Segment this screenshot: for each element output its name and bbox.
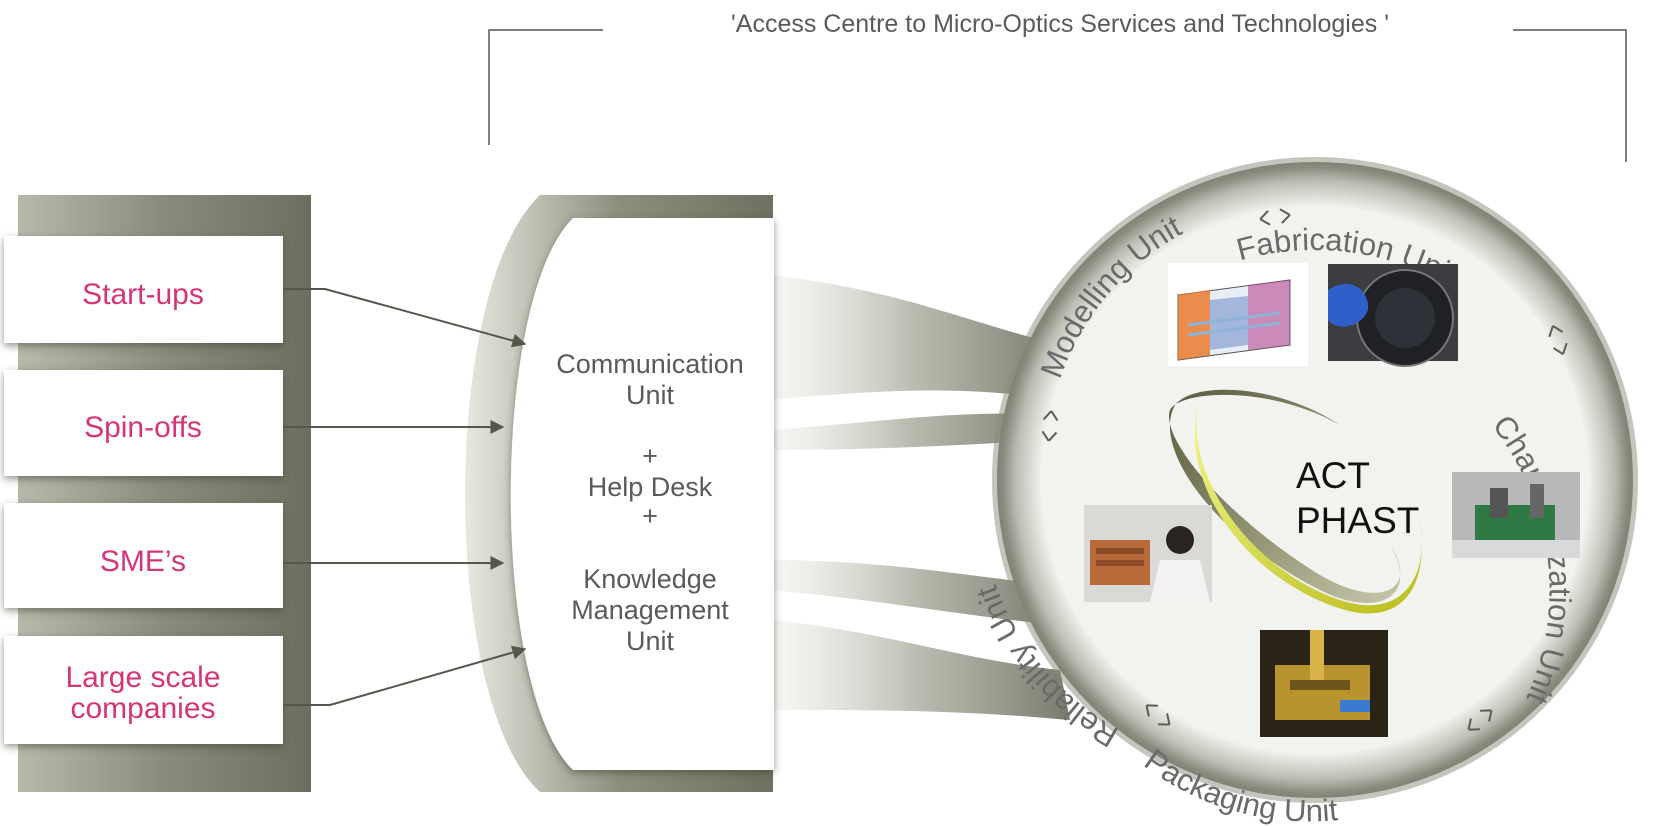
communication-unit-line1: Communication: [556, 349, 744, 379]
client-start-ups: Start-ups: [4, 236, 283, 343]
units-ring: [997, 162, 1633, 798]
hub-panel: [465, 195, 774, 792]
client-label: companies: [70, 692, 215, 725]
plus-sign: +: [642, 441, 658, 471]
communication-unit-line2: Unit: [626, 380, 675, 410]
client-large-scale-companies: Large scale companies: [4, 636, 283, 744]
client-label: SME’s: [100, 545, 186, 578]
bidirectional-arrow-icon: [1145, 704, 1171, 726]
plus-sign: +: [642, 501, 658, 531]
reliability-unit-photo: [1084, 505, 1212, 602]
bidirectional-arrow-icon: [1259, 208, 1291, 226]
knowledge-line1: Knowledge: [583, 564, 717, 594]
client-label: Large scale: [65, 661, 220, 694]
packaging-unit-photo: [1260, 630, 1388, 737]
hub-text: Communication Unit + Help Desk + Knowled…: [556, 349, 744, 656]
knowledge-line2: Management: [571, 595, 729, 625]
bidirectional-arrow-icon: [1467, 709, 1493, 731]
logo-text-act: ACT: [1296, 455, 1370, 496]
arrow-large-companies: [283, 645, 527, 706]
bidirectional-arrow-icon: [1548, 325, 1568, 355]
actphast-logo: ACT PHAST: [1169, 389, 1422, 614]
bidirectional-arrow-icon: [1041, 410, 1059, 442]
page-title: 'Access Centre to Micro-Optics Services …: [731, 10, 1389, 38]
modelling-unit-diagram-image: [1168, 263, 1308, 366]
client-spin-offs: Spin-offs: [4, 370, 283, 476]
header-bracket: [488, 29, 1627, 162]
arrow-start-ups: [283, 288, 527, 348]
client-arrows: [283, 288, 527, 706]
client-smes: SME’s: [4, 503, 283, 608]
client-label: Start-ups: [82, 278, 204, 311]
client-label: Spin-offs: [84, 411, 202, 444]
fabrication-unit-photo: [1328, 264, 1458, 367]
knowledge-line3: Unit: [626, 626, 675, 656]
characterization-unit-photo: [1452, 472, 1580, 558]
help-desk-label: Help Desk: [588, 472, 713, 502]
connection-beams: [770, 275, 1070, 720]
logo-text-phast: PHAST: [1296, 500, 1419, 541]
